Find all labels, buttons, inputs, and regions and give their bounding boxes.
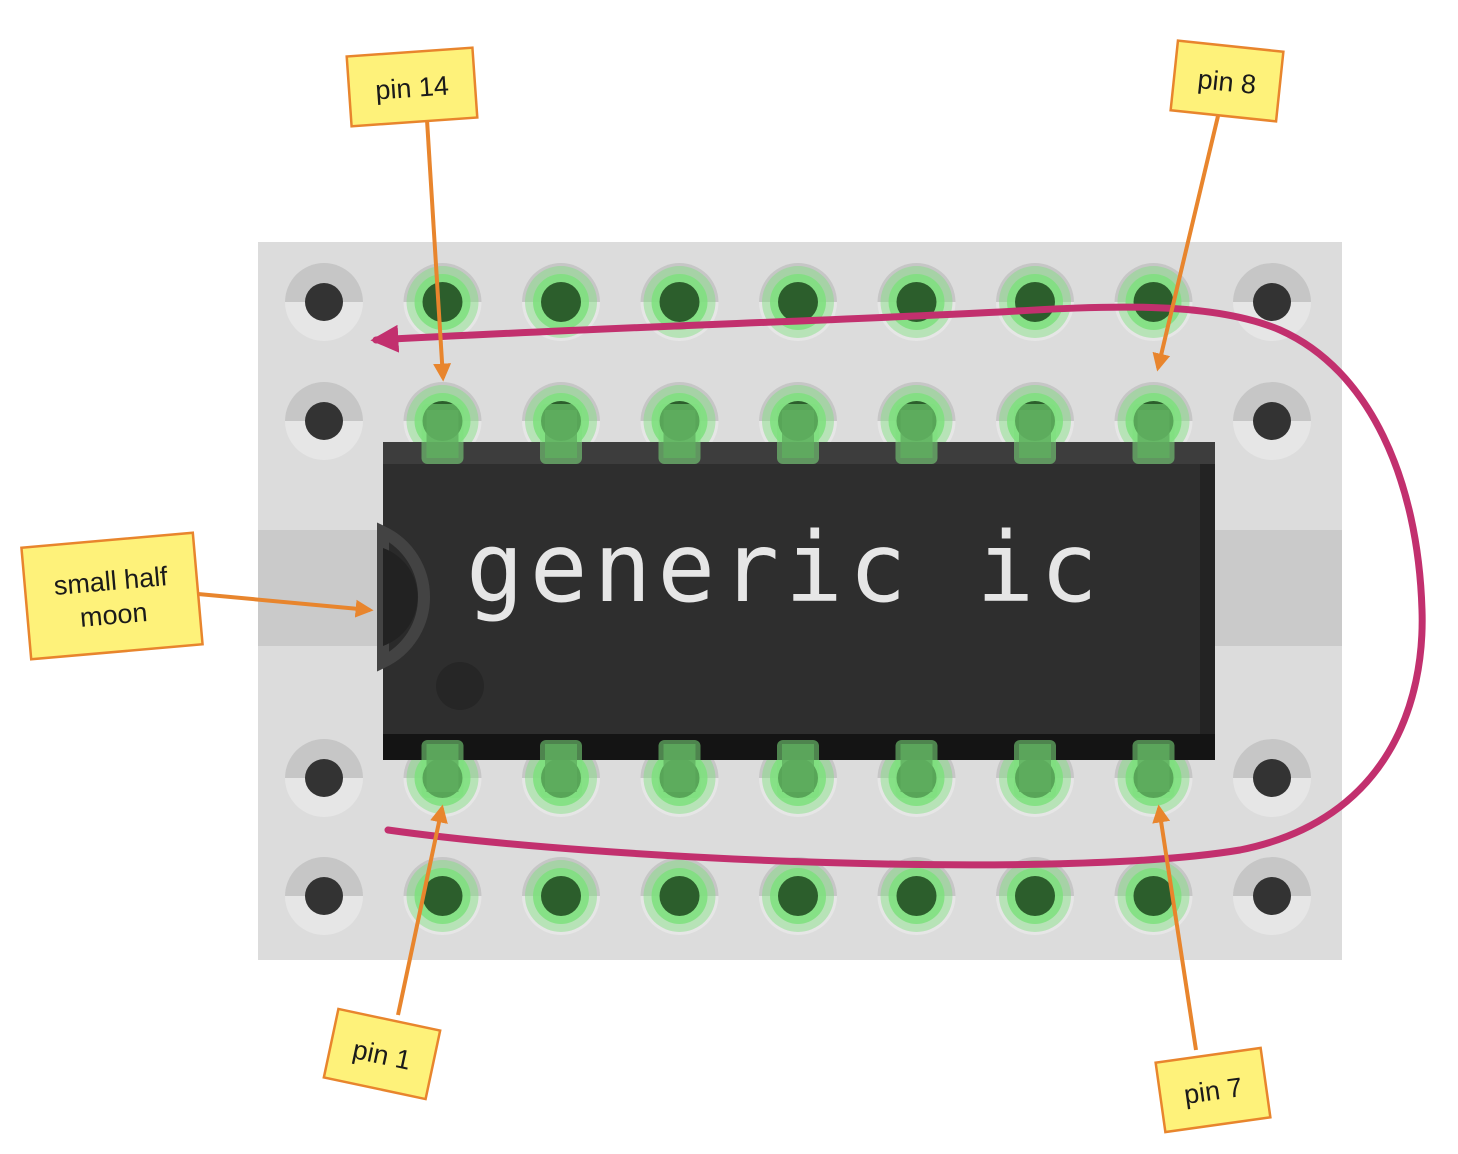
breadboard-hole (1233, 382, 1311, 460)
callout-pin1: pin 1 (322, 1007, 442, 1101)
hole-ring-shade (1233, 263, 1311, 302)
pin-highlight-bottom-core (1019, 744, 1051, 792)
hole-center (896, 876, 937, 916)
active-hole (522, 857, 600, 935)
chip-label: generic ic (466, 512, 1104, 624)
pin-highlight-top-core (426, 410, 459, 458)
pin-highlight-bottom-core (900, 744, 933, 792)
chip-pin-highlights (421, 404, 1175, 798)
callout-arrows (197, 115, 1220, 1051)
hole-ring-shade (285, 382, 363, 421)
breadboard-hole (285, 857, 363, 935)
hole-center (305, 877, 343, 915)
ic-chip: generic ic (377, 404, 1215, 798)
hole-center (659, 876, 700, 916)
callout-pin14-note (345, 46, 479, 128)
active-hole (403, 263, 482, 341)
pin-highlight-bottom-core (1137, 744, 1170, 792)
hole-center (541, 282, 581, 322)
active-hole (996, 263, 1074, 341)
pin-highlight-top-core (1019, 410, 1051, 458)
active-hole (759, 857, 837, 935)
pin-highlight-bottom-core (545, 744, 577, 792)
active-hole (877, 857, 956, 935)
callout-pin14: pin 14 (345, 46, 479, 128)
hole-center (422, 876, 463, 916)
active-hole (640, 263, 719, 341)
active-hole (640, 857, 719, 935)
pin1-pointer-arrow (396, 804, 448, 1016)
hole-ring-shade (1233, 382, 1311, 421)
active-hole (996, 857, 1074, 935)
hole-center (778, 282, 818, 322)
half-moon-pointer-arrow (197, 592, 374, 618)
pin8-pointer-arrow (1152, 115, 1220, 372)
hole-center (1253, 759, 1291, 797)
pin14-pointer-arrow (425, 119, 452, 382)
active-hole (1114, 857, 1193, 935)
active-hole (1114, 263, 1193, 341)
callout-pin7: pin 7 (1154, 1046, 1272, 1134)
active-hole (403, 857, 482, 935)
hole-center (1015, 282, 1055, 322)
breadboard-hole (1233, 263, 1311, 341)
callout-pin1-note (322, 1007, 442, 1101)
breadboard-hole (285, 263, 363, 341)
callout-half-moon-label-line2: moon (79, 597, 149, 633)
hole-center (778, 876, 818, 916)
hole-center (1133, 876, 1174, 916)
hole-center (1015, 876, 1055, 916)
hole-center (422, 282, 463, 322)
pin-highlight-top-core (900, 410, 933, 458)
callout-pin8-label: pin 8 (1196, 64, 1257, 100)
pin-highlight-top-core (1137, 410, 1170, 458)
hole-ring-shade (1233, 739, 1311, 778)
active-hole (522, 263, 600, 341)
hole-ring-shade (1233, 857, 1311, 896)
hole-center (541, 876, 581, 916)
active-hole (877, 263, 956, 341)
breadboard-hole (1233, 739, 1311, 817)
callout-pin7-note (1154, 1046, 1272, 1134)
pin-highlight-top-core (782, 410, 814, 458)
pin-highlight-bottom-core (663, 744, 696, 792)
callout-pin8: pin 8 (1169, 39, 1285, 123)
pin-highlight-bottom-core (426, 744, 459, 792)
half-moon-notch (377, 522, 430, 672)
callout-pin14-label: pin 14 (374, 70, 449, 105)
chip-right-edge (1200, 464, 1215, 734)
hole-center (305, 759, 343, 797)
hole-center (305, 283, 343, 321)
hole-ring-shade (285, 263, 363, 302)
hole-center (1133, 282, 1174, 322)
hole-center (1253, 877, 1291, 915)
breadboard-hole (1233, 857, 1311, 935)
pin-one-dot (436, 662, 484, 710)
callout-half-moon: small half moon (20, 531, 204, 661)
pin-highlight-top-core (663, 410, 696, 458)
chip-body (383, 442, 1215, 760)
pin7-pointer-arrow (1152, 804, 1198, 1051)
pin-highlight-bottom-core (782, 744, 814, 792)
pin-numbering-arrow (370, 303, 1426, 869)
callout-half-moon-note (20, 531, 204, 661)
hole-ring-shade (285, 857, 363, 896)
hole-center (1253, 283, 1291, 321)
active-hole (759, 263, 837, 341)
hole-center (305, 402, 343, 440)
pin-highlight-top-core (545, 410, 577, 458)
hole-center (659, 282, 700, 322)
breadboard-hole (285, 739, 363, 817)
callout-pin8-note (1169, 39, 1285, 123)
hole-center (1253, 402, 1291, 440)
breadboard-hole (285, 382, 363, 460)
hole-ring-shade (285, 739, 363, 778)
